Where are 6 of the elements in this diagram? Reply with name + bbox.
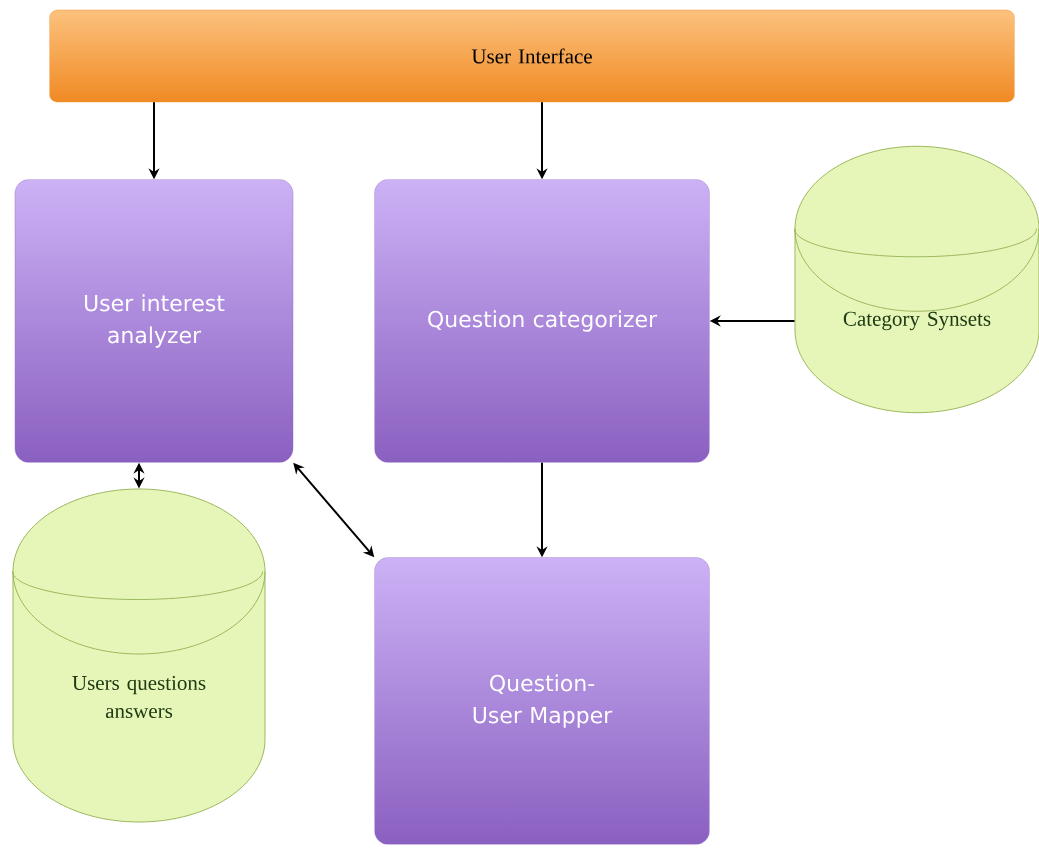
database-cylinder: Users questions answers xyxy=(12,488,266,823)
database-cylinder: Category Synsets xyxy=(794,145,1039,414)
interface-bar: User Interface xyxy=(49,9,1015,103)
process-box: User interest analyzer xyxy=(14,179,294,463)
process-box: Question categorizer xyxy=(374,179,710,463)
process-box: Question-User Mapper xyxy=(374,557,710,845)
